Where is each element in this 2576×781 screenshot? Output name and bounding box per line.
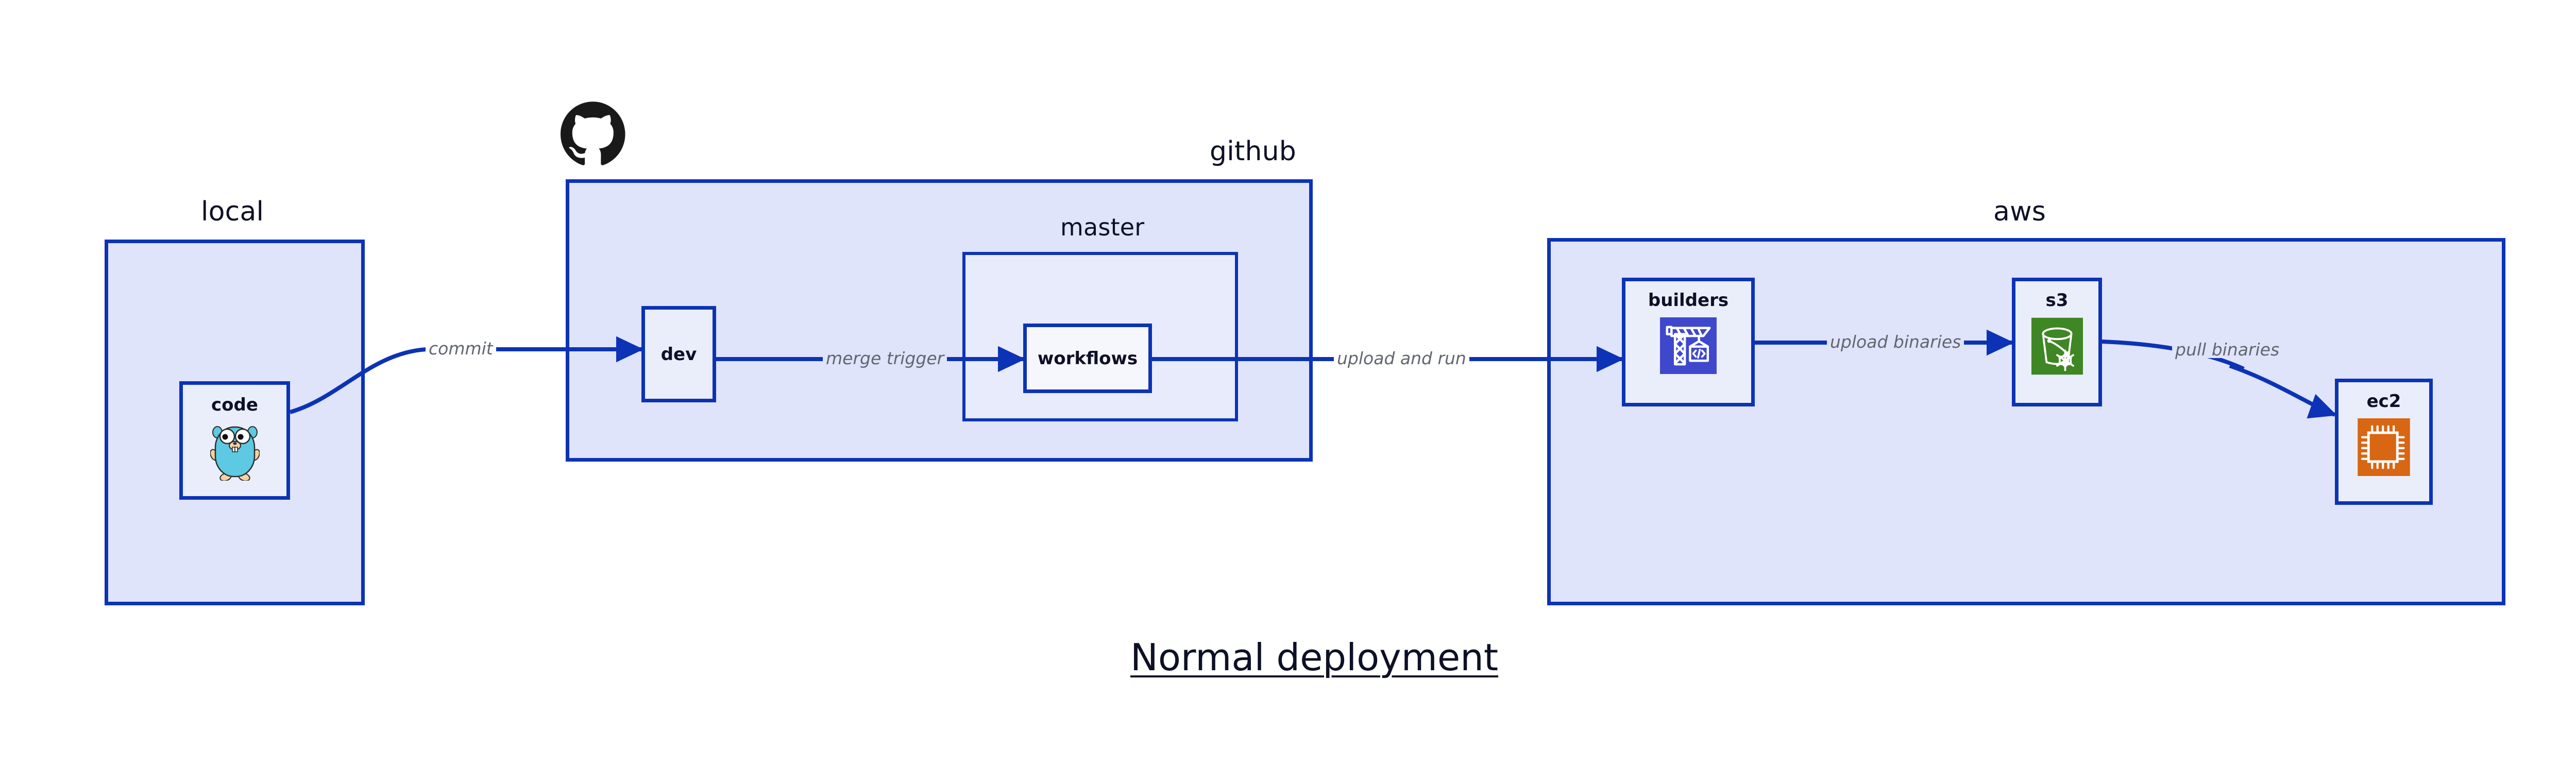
node-builders-label: builders	[1648, 290, 1729, 311]
node-builders[interactable]: builders	[1622, 278, 1755, 406]
node-ec2[interactable]: ec2	[2335, 379, 2433, 505]
node-workflows-label: workflows	[1037, 348, 1138, 369]
aws-s3-glacier-bucket-icon	[2031, 317, 2083, 377]
edge-pull-binaries-label: pull binaries	[2172, 341, 2283, 358]
node-workflows[interactable]: workflows	[1023, 324, 1152, 393]
node-code[interactable]: code	[179, 381, 290, 500]
node-code-label: code	[211, 395, 258, 415]
edge-upload-binaries-label: upload binaries	[1827, 333, 1964, 350]
node-s3-label: s3	[2045, 290, 2069, 311]
aws-ec2-chip-icon	[2358, 418, 2410, 478]
group-local-label: local	[201, 196, 264, 227]
github-octocat-logo	[561, 101, 625, 168]
aws-builders-crane-icon	[1660, 317, 1717, 376]
edge-merge-trigger-label: merge trigger	[823, 350, 947, 367]
node-s3[interactable]: s3	[2012, 278, 2102, 406]
group-master-label: master	[1060, 213, 1145, 241]
group-aws-label: aws	[1993, 196, 2046, 227]
node-ec2-label: ec2	[2366, 391, 2401, 412]
node-dev-label: dev	[660, 344, 697, 365]
group-github-label: github	[1210, 136, 1296, 167]
edge-commit-label: commit	[426, 340, 496, 357]
go-gopher-icon	[209, 423, 260, 483]
node-dev[interactable]: dev	[641, 306, 716, 402]
diagram-title: Normal deployment	[1130, 636, 1499, 679]
edge-upload-and-run-label: upload and run	[1334, 350, 1469, 367]
